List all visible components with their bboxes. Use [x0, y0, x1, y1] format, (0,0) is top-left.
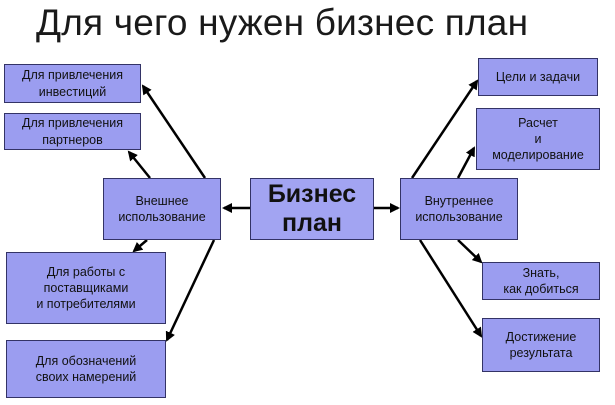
arrow-to-know-how: [457, 239, 483, 264]
arrow-to-investments: [141, 84, 207, 179]
left-item-partners: Для привлечения партнеров: [4, 113, 141, 150]
arrow-to-partners: [127, 150, 151, 179]
internal-use-box: Внутреннее использование: [400, 178, 518, 240]
arrow-to-result: [418, 239, 483, 338]
arrow-to-suppliers: [132, 239, 148, 253]
external-use-box: Внешнее использование: [103, 178, 221, 240]
right-item-calculation: Расчет и моделирование: [476, 108, 600, 170]
page-title: Для чего нужен бизнес план: [36, 2, 529, 43]
left-item-suppliers: Для работы с поставщиками и потребителям…: [6, 252, 166, 324]
arrow-to-calculation: [456, 146, 476, 179]
left-item-intentions: Для обозначений своих намерений: [6, 340, 166, 398]
right-item-result: Достижение результата: [482, 318, 600, 372]
right-item-goals: Цели и задачи: [478, 58, 598, 96]
left-item-investments: Для привлечения инвестиций: [4, 64, 141, 103]
arrow-to-goals: [410, 79, 479, 179]
business-plan-box: Бизнес план: [250, 178, 374, 240]
arrow-to-intentions: [165, 239, 216, 342]
right-item-know-how: Знать, как добиться: [482, 262, 600, 300]
